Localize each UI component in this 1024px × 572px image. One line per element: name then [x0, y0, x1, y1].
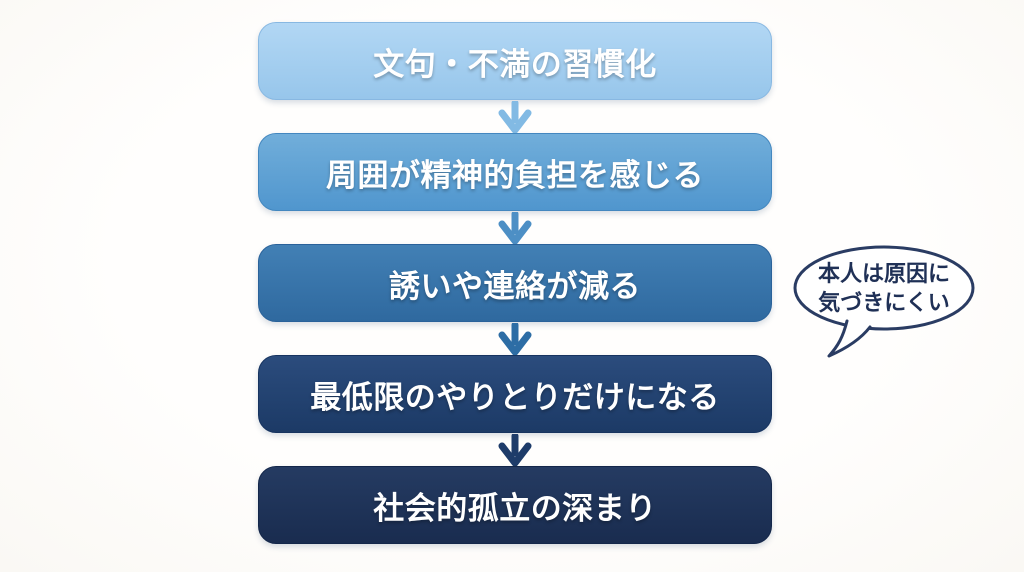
flow-step-2: 周囲が精神的負担を感じる — [258, 133, 772, 211]
flow-step-3-label: 誘いや連絡が減る — [389, 268, 641, 304]
flow-column: 文句・不満の習慣化 周囲が精神的負担を感じる 誘いや連絡が減る 最低限のやりとり… — [258, 22, 772, 544]
flow-step-5-label: 社会的孤立の深まり — [373, 490, 657, 526]
speech-bubble-shape — [793, 245, 975, 358]
flow-step-5: 社会的孤立の深まり — [258, 466, 772, 544]
flow-step-1-label: 文句・不満の習慣化 — [373, 46, 657, 82]
arrow-down-icon — [495, 211, 535, 244]
speech-bubble-text: 本人は原因に 気づきにくい — [800, 259, 968, 317]
flow-step-4: 最低限のやりとりだけになる — [258, 355, 772, 433]
flow-step-4-label: 最低限のやりとりだけになる — [310, 379, 720, 415]
arrow-down-icon — [495, 322, 535, 355]
flow-step-3: 誘いや連絡が減る — [258, 244, 772, 322]
flow-step-1: 文句・不満の習慣化 — [258, 22, 772, 100]
speech-bubble-line-2: 気づきにくい — [818, 290, 950, 316]
arrow-down-icon — [495, 100, 535, 133]
speech-bubble: 本人は原因に 気づきにくい — [790, 243, 980, 368]
flow-step-2-label: 周囲が精神的負担を感じる — [326, 157, 704, 193]
arrow-down-icon — [495, 433, 535, 466]
speech-bubble-line-1: 本人は原因に — [817, 261, 950, 286]
